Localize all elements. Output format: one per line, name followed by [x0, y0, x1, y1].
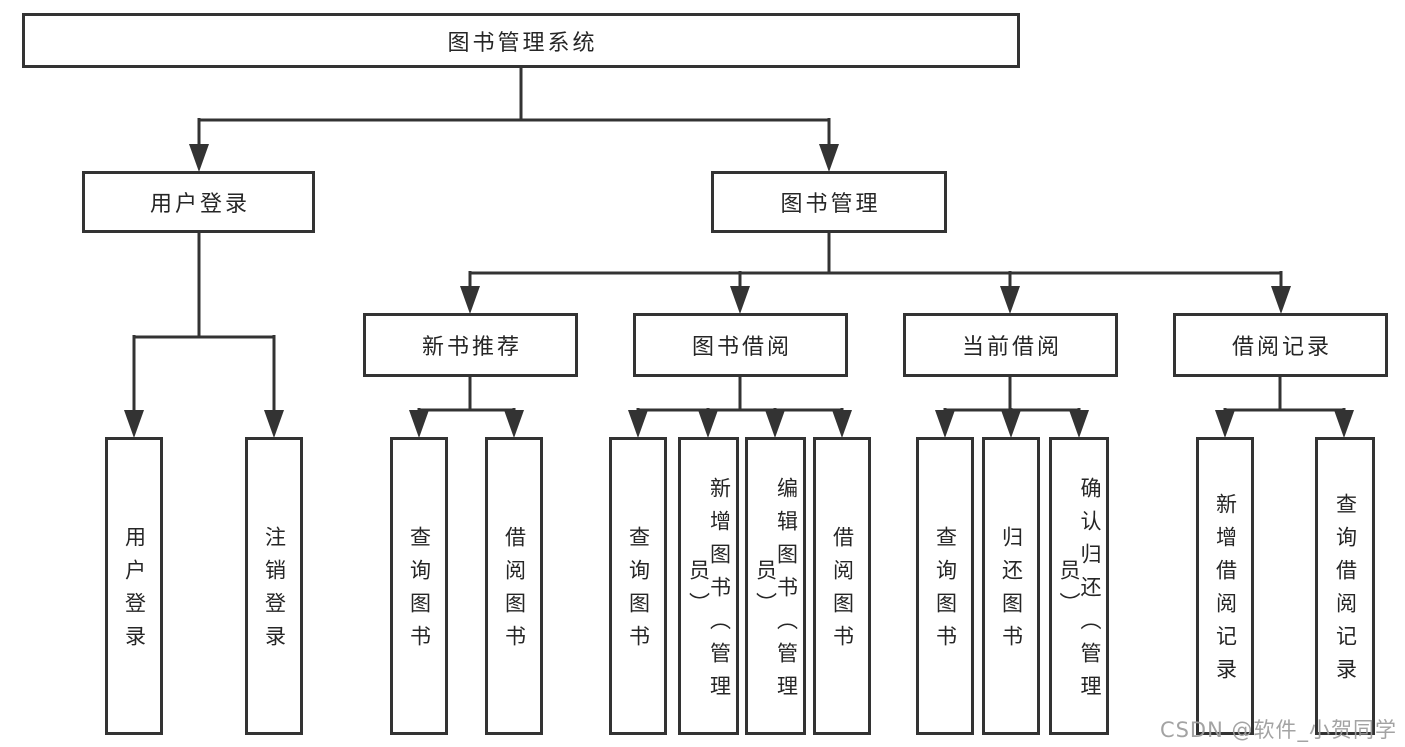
leaf-add-borrow-record: 新增借阅记录: [1196, 437, 1254, 735]
arrow-down-icon: [832, 410, 852, 438]
arrow-down-icon: [1000, 286, 1020, 314]
node-user-login: 用户登录: [82, 171, 315, 233]
arrow-down-icon: [698, 410, 718, 438]
leaf-borrow-books: 借阅图书: [485, 437, 543, 735]
connector-root-to-level2: [189, 68, 839, 172]
node-book-management: 图书管理: [711, 171, 947, 233]
connector-book-borrowing-children: [628, 377, 852, 438]
leaf-return-books: 归还图书: [982, 437, 1040, 735]
arrow-down-icon: [409, 410, 429, 438]
leaf-confirm-return-admin: 确认归还（管理员）: [1049, 437, 1109, 735]
leaf-add-books-admin: 新增图书（管理员）: [678, 437, 739, 735]
node-borrowing-records: 借阅记录: [1173, 313, 1388, 377]
arrow-down-icon: [819, 144, 839, 172]
arrow-down-icon: [730, 286, 750, 314]
connector-current-borrowing-children: [935, 377, 1089, 438]
csdn-watermark: CSDN @软件_小贺同学: [1159, 718, 1397, 742]
connector-new-book-children: [409, 377, 524, 438]
leaf-borrow-books: 借阅图书: [813, 437, 871, 735]
node-book-borrowing: 图书借阅: [633, 313, 848, 377]
connector-book-management-groups: [460, 233, 1291, 314]
leaf-edit-books-admin: 编辑图书（管理员）: [745, 437, 806, 735]
connector-borrowing-records-children: [1215, 377, 1354, 438]
arrow-down-icon: [1271, 286, 1291, 314]
leaf-user-login: 用户登录: [105, 437, 163, 735]
arrow-down-icon: [504, 410, 524, 438]
arrow-down-icon: [935, 410, 955, 438]
node-new-book-recommend: 新书推荐: [363, 313, 578, 377]
arrow-down-icon: [124, 410, 144, 438]
arrow-down-icon: [1215, 410, 1235, 438]
arrow-down-icon: [1334, 410, 1354, 438]
arrow-down-icon: [1069, 410, 1089, 438]
arrow-down-icon: [1001, 410, 1021, 438]
leaf-query-books: 查询图书: [916, 437, 974, 735]
arrow-down-icon: [628, 410, 648, 438]
arrow-down-icon: [460, 286, 480, 314]
leaf-logout: 注销登录: [245, 437, 303, 735]
node-library-management-system: 图书管理系统: [22, 13, 1020, 68]
leaf-query-borrow-record: 查询借阅记录: [1315, 437, 1375, 735]
leaf-query-books: 查询图书: [609, 437, 667, 735]
arrow-down-icon: [264, 410, 284, 438]
leaf-query-books: 查询图书: [390, 437, 448, 735]
arrow-down-icon: [189, 144, 209, 172]
arrow-down-icon: [765, 410, 785, 438]
connector-user-login-children: [124, 233, 284, 438]
node-current-borrowing: 当前借阅: [903, 313, 1118, 377]
